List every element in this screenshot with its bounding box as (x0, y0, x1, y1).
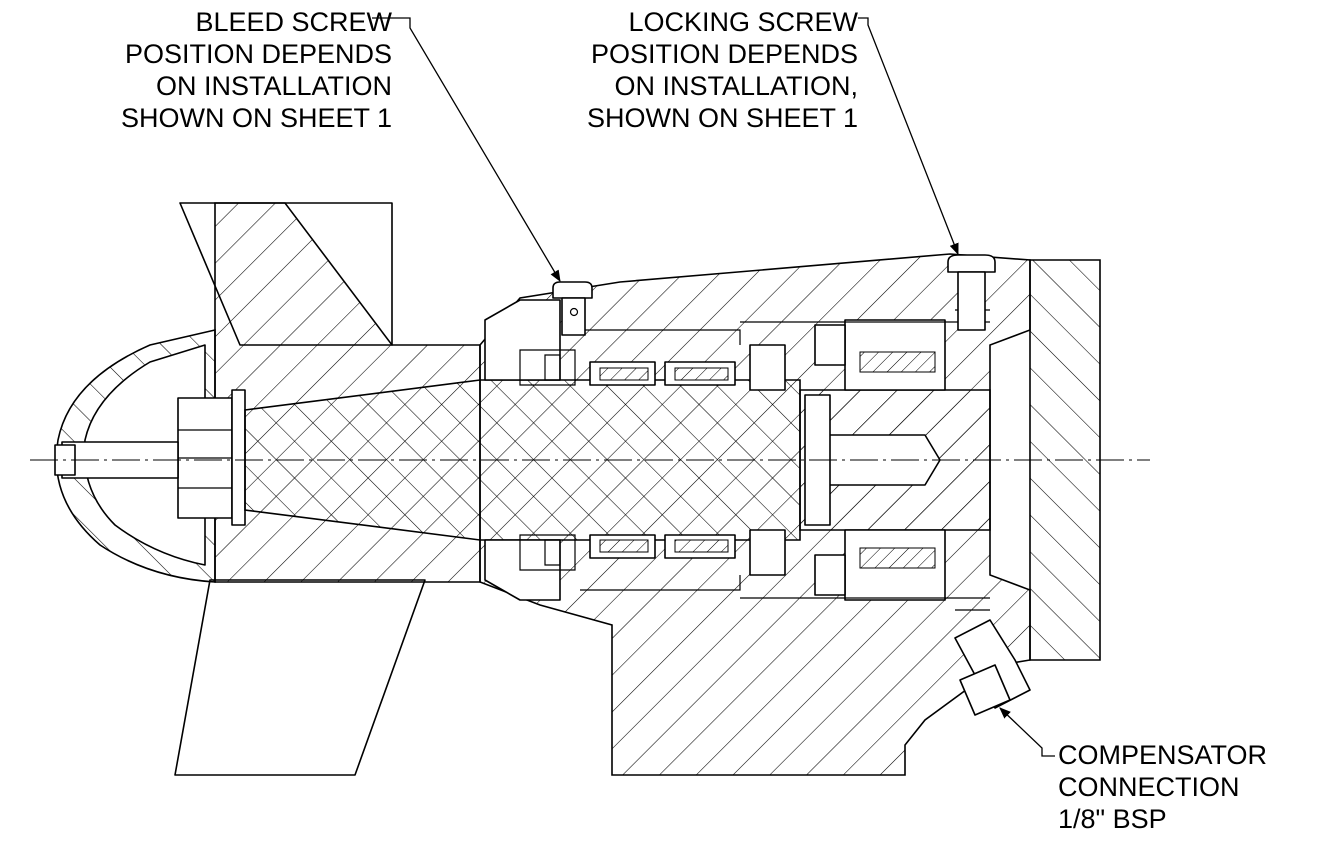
thrust-bearing-upper-rollers (859, 351, 936, 373)
locking-screw-callout-line: SHOWN ON SHEET 1 (586, 103, 858, 133)
compensator-callout-line: CONNECTION (1058, 772, 1240, 802)
compensator-leader (999, 707, 1055, 757)
locking-screw-callout-line: POSITION DEPENDS (590, 39, 858, 69)
locking-screw-callout-line: ON INSTALLATION, (614, 71, 858, 101)
bleed-screw-callout: BLEED SCREW POSITION DEPENDS ON INSTALLA… (121, 6, 392, 134)
compensator-callout-line: 1/8" BSP (1058, 804, 1167, 834)
seal-ring-upper (814, 324, 846, 366)
locking-screw-callout: LOCKING SCREW POSITION DEPENDS ON INSTAL… (587, 6, 858, 134)
propeller-blade-lower (174, 579, 426, 776)
seal-housing-upper (484, 299, 561, 381)
bleed-screw-callout-line: BLEED SCREW (195, 7, 392, 37)
coupling-bore (819, 434, 941, 486)
thrust-bearing-lower-rollers (859, 547, 936, 569)
compensator-fitting-base (959, 664, 1011, 716)
bleed-screw (552, 281, 593, 299)
housing-bore-lines (580, 309, 990, 611)
spacer-upper (749, 344, 786, 391)
bearing-lower-rollers (599, 539, 729, 553)
spacer-lower (749, 529, 786, 576)
seal-detail-lower (519, 534, 576, 571)
bleed-screw-callout-line: POSITION DEPENDS (124, 39, 392, 69)
locking-screw (947, 254, 996, 273)
locking-screw-body (957, 271, 986, 331)
bleed-screw-port (569, 307, 579, 317)
propeller-washer (231, 389, 246, 526)
bleed-screw-leader (372, 17, 561, 283)
compensator-callout: COMPENSATOR CONNECTION 1/8" BSP (1058, 739, 1267, 835)
seal-ring-lower (814, 554, 846, 596)
seal-detail-upper (519, 349, 576, 386)
locking-screw-leader (858, 17, 959, 256)
bleed-screw-callout-line: SHOWN ON SHEET 1 (120, 103, 392, 133)
nut-face-lines (178, 429, 232, 489)
locking-screw-callout-line: LOCKING SCREW (628, 7, 858, 37)
compensator-callout-line: COMPENSATOR (1058, 740, 1268, 770)
bearing-upper-rollers (599, 367, 729, 381)
bleed-screw-body (561, 297, 586, 336)
bleed-screw-callout-line: ON INSTALLATION (155, 71, 392, 101)
